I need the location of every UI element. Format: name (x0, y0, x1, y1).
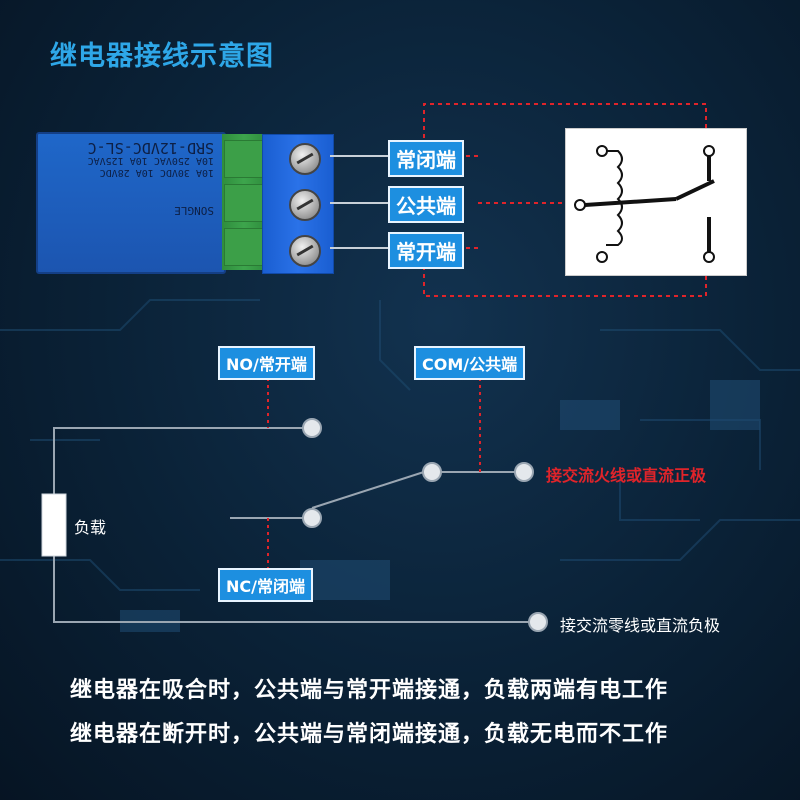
footer-line-2: 继电器在断开时，公共端与常闭端接通，负载无电而不工作 (70, 722, 669, 747)
footer-line-1: 继电器在吸合时，公共端与常开端接通，负载两端有电工作 (70, 678, 669, 703)
terminal-block (262, 134, 334, 274)
relay-symbol (574, 145, 715, 263)
screw-com (289, 189, 321, 221)
load-label: 负载 (74, 518, 107, 537)
relay-symbol-box (565, 128, 747, 276)
tag-no: 常开端 (388, 232, 464, 269)
live-label: 接交流火线或直流正极 (546, 466, 707, 485)
page-title: 继电器接线示意图 (50, 41, 274, 72)
tag-com: 公共端 (388, 186, 464, 223)
screw-nc (289, 143, 321, 175)
tag-com-circuit: COM/公共端 (414, 346, 526, 380)
screw-no (289, 235, 321, 267)
relay-body: SONGLE 10A 30VDC 10A 28VDC 10A 250VAC 10… (36, 132, 226, 274)
tag-nc: 常闭端 (388, 140, 464, 177)
neutral-label: 接交流零线或直流负极 (560, 616, 721, 635)
relay-module: SONGLE 10A 30VDC 10A 28VDC 10A 250VAC 10… (36, 132, 336, 274)
tag-nc-circuit: NC/常闭端 (218, 568, 313, 602)
relay-pcb (222, 134, 266, 270)
tag-no-circuit: NO/常开端 (218, 346, 315, 380)
